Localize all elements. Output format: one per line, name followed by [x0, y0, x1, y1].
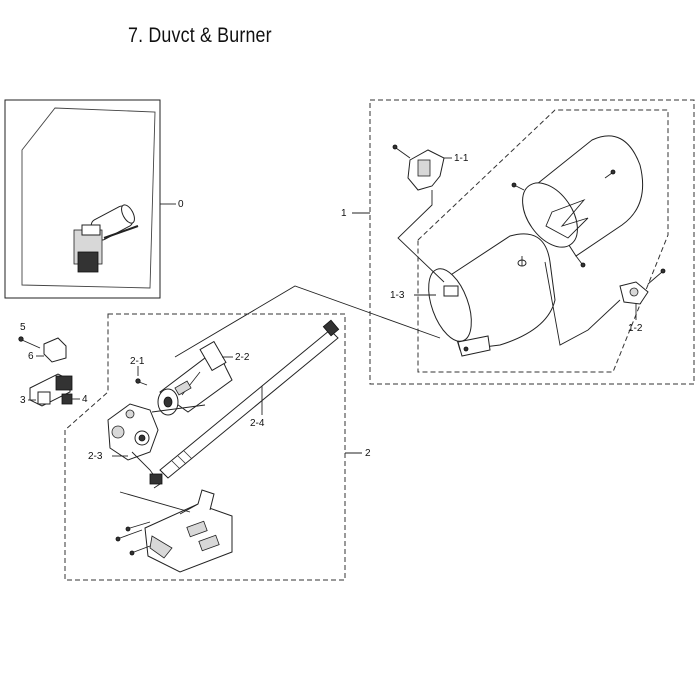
loose-parts: 5 6 3 4: [18, 322, 88, 407]
part-6-bracket: [43, 337, 67, 363]
callout-0: 0: [178, 199, 184, 210]
callout-2-2: 2-2: [235, 352, 250, 363]
callout-1-2: 1-2: [628, 323, 643, 334]
callout-3: 3: [20, 395, 26, 406]
sensor-1-2: 1-2: [544, 261, 666, 346]
gas-valve-2-3: 2-3: [88, 403, 206, 489]
callout-2: 2: [365, 448, 371, 459]
callout-6: 6: [28, 351, 34, 362]
burner-tube-2-4: 2-4: [159, 319, 340, 479]
callout-2-1: 2-1: [130, 356, 145, 367]
callout-1: 1: [341, 208, 347, 219]
callout-2-4: 2-4: [250, 418, 265, 429]
screw-2-1: 2-1: [130, 356, 148, 386]
callout-1-3: 1-3: [390, 290, 405, 301]
bracket-1-1: 1-1: [392, 144, 469, 283]
burner-bracket: [115, 489, 233, 573]
page-title: 7. Duvct & Burner: [128, 24, 272, 47]
part-3-coil: [29, 373, 73, 407]
callout-4: 4: [82, 394, 88, 405]
part-4: [61, 393, 73, 405]
assembly-1-duct: 1-3 1-1 1-2 1: [341, 99, 695, 385]
assembly-0-overview: 0: [4, 99, 184, 299]
callout-2-3: 2-3: [88, 451, 103, 462]
igniter-2-2: 2-2: [157, 340, 250, 416]
duct-connector-line: [174, 285, 441, 358]
callout-1-1: 1-1: [454, 153, 469, 164]
duct-front-cylinder: 1-3: [390, 233, 556, 357]
assembly-0-mini-burner: [73, 204, 139, 273]
duct-rear-cylinder: [511, 135, 644, 268]
assembly-2-burner: 2-2 2-1 2-3: [64, 313, 371, 581]
callout-5: 5: [20, 322, 26, 333]
